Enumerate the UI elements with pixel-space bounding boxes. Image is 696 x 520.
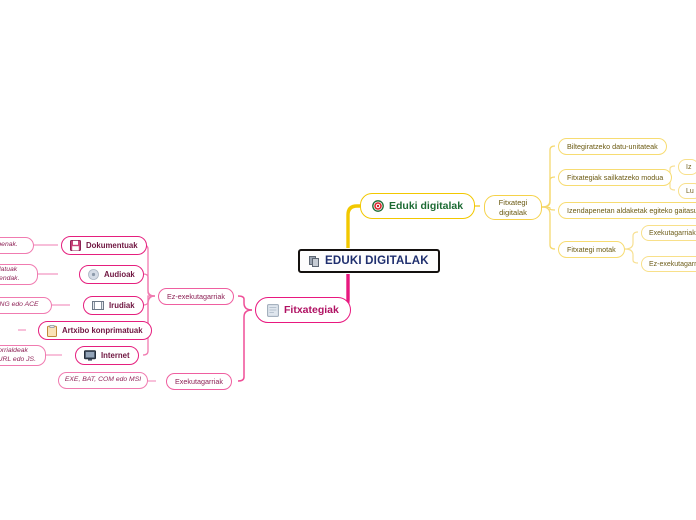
example-exekutagarriak-node[interactable]: EXE, BAT, COM edo MSI — [58, 372, 148, 389]
document-stack-icon — [309, 255, 320, 267]
link-motak-child-2 — [624, 248, 639, 264]
eduki-digitalak-label: Eduki digitalak — [389, 200, 464, 212]
example-audioak-node[interactable]: datuak rrendak. — [0, 264, 38, 285]
fitxategi-digitalak-node[interactable]: Fitxategi digitalak — [484, 195, 542, 220]
link-root-to-eduki — [346, 204, 360, 249]
example-exekutagarriak-label: EXE, BAT, COM edo MSI — [64, 376, 142, 384]
sailkatzeko-child-luzapena-node[interactable]: Lu — [678, 183, 696, 199]
type-internet-label: Internet — [101, 351, 130, 360]
eduki-digitalak-node[interactable]: Eduki digitalak — [360, 193, 476, 219]
fitxategi-motak-label: Fitxategi motak — [567, 245, 616, 254]
link-group-type-1 — [142, 244, 156, 297]
fitxategi-digitalak-line1: Fitxategi — [498, 198, 528, 208]
type-dokumentuak-label: Dokumentuak — [86, 241, 138, 250]
type-audioak-node[interactable]: Audioak — [79, 265, 144, 284]
motak-exekutagarriak-label: Exekutagarriak — [649, 229, 696, 237]
izendapenetan-label: Izendapenetan aldaketak egiteko gaitasun… — [567, 206, 696, 215]
biltegiratzeko-node[interactable]: Biltegiratzeko datu-unitateak — [558, 138, 667, 155]
motak-ez-exekutagarriak-label: Ez-exekutagarriak — [649, 260, 696, 268]
link-motak-child-1 — [624, 231, 639, 250]
izendapenetan-node[interactable]: Izendapenetan aldaketak egiteko gaitasun… — [558, 202, 696, 219]
sailkatzeko-modua-node[interactable]: Fitxategiak sailkatzeko modua — [558, 169, 673, 186]
link-to-sailkatzeko — [541, 176, 556, 208]
link-to-biltegiratzeko — [541, 145, 556, 208]
clipboard-icon — [47, 324, 57, 337]
example-audioak-line2: rrendak. — [0, 274, 20, 282]
image-frame-icon — [92, 300, 104, 311]
example-dokumentuak-node[interactable]: zepenak. — [0, 237, 34, 254]
sailkatzeko-modua-label: Fitxategiak sailkatzeko modua — [567, 173, 664, 182]
audio-disc-icon — [88, 269, 99, 280]
motak-exekutagarriak-node[interactable]: Exekutagarriak — [641, 225, 696, 241]
group-exekutagarriak-node[interactable]: Exekutagarriak — [166, 373, 232, 390]
floppy-disk-icon — [70, 240, 81, 251]
sailkatzeko-child-luzapena-label: Lu — [686, 187, 694, 195]
example-irudiak-node[interactable]: EG, PNG edo ACE — [0, 297, 52, 314]
link-to-izendapenetan — [541, 206, 556, 211]
fitxategiak-node[interactable]: Fitxategiak — [255, 297, 351, 323]
type-audioak-label: Audioak — [104, 270, 135, 279]
link-group-type-3 — [142, 295, 155, 306]
type-irudiak-label: Irudiak — [109, 301, 135, 310]
fitxategiak-label: Fitxategiak — [284, 304, 339, 316]
monitor-screen-icon — [84, 350, 96, 361]
example-dokumentuak-line1: zepenak. — [0, 241, 18, 249]
link-to-exekutagarriak — [237, 309, 253, 382]
type-dokumentuak-node[interactable]: Dokumentuak — [61, 236, 147, 255]
root-node[interactable]: EDUKI DIGITALAK — [298, 249, 440, 273]
sailkatzeko-child-izena-label: Iz — [686, 163, 692, 171]
link-to-ez-exekutagarriak — [237, 295, 253, 311]
biltegiratzeko-label: Biltegiratzeko datu-unitateak — [567, 142, 658, 151]
type-irudiak-node[interactable]: Irudiak — [83, 296, 144, 315]
example-internet-node[interactable]: orrialdeak L, URL edo JS. — [0, 345, 46, 366]
example-internet-line2: L, URL edo JS. — [0, 355, 36, 363]
link-to-fitxategi-motak — [541, 206, 556, 250]
fitxategi-digitalak-line2: digitalak — [499, 207, 527, 217]
target-bullseye-icon — [372, 200, 384, 212]
sailkatzeko-child-izena-node[interactable]: Iz — [678, 159, 696, 175]
type-artxibo-konprimatuak-label: Artxibo konprimatuak — [62, 326, 143, 335]
root-label: EDUKI DIGITALAK — [325, 255, 429, 267]
example-internet-line1: orrialdeak — [0, 347, 28, 355]
example-irudiak-line1: EG, PNG edo ACE — [0, 301, 39, 309]
group-exekutagarriak-label: Exekutagarriak — [175, 377, 223, 386]
motak-ez-exekutagarriak-node[interactable]: Ez-exekutagarriak — [641, 256, 696, 272]
file-document-icon — [267, 303, 279, 317]
fitxategi-motak-node[interactable]: Fitxategi motak — [558, 241, 625, 258]
group-ez-exekutagarriak-label: Ez-exekutagarriak — [167, 292, 225, 301]
type-internet-node[interactable]: Internet — [75, 346, 139, 365]
group-ez-exekutagarriak-node[interactable]: Ez-exekutagarriak — [158, 288, 234, 305]
example-audioak-line1: datuak — [0, 266, 18, 274]
link-group-type-2 — [142, 273, 156, 297]
type-artxibo-konprimatuak-node[interactable]: Artxibo konprimatuak — [38, 321, 152, 340]
